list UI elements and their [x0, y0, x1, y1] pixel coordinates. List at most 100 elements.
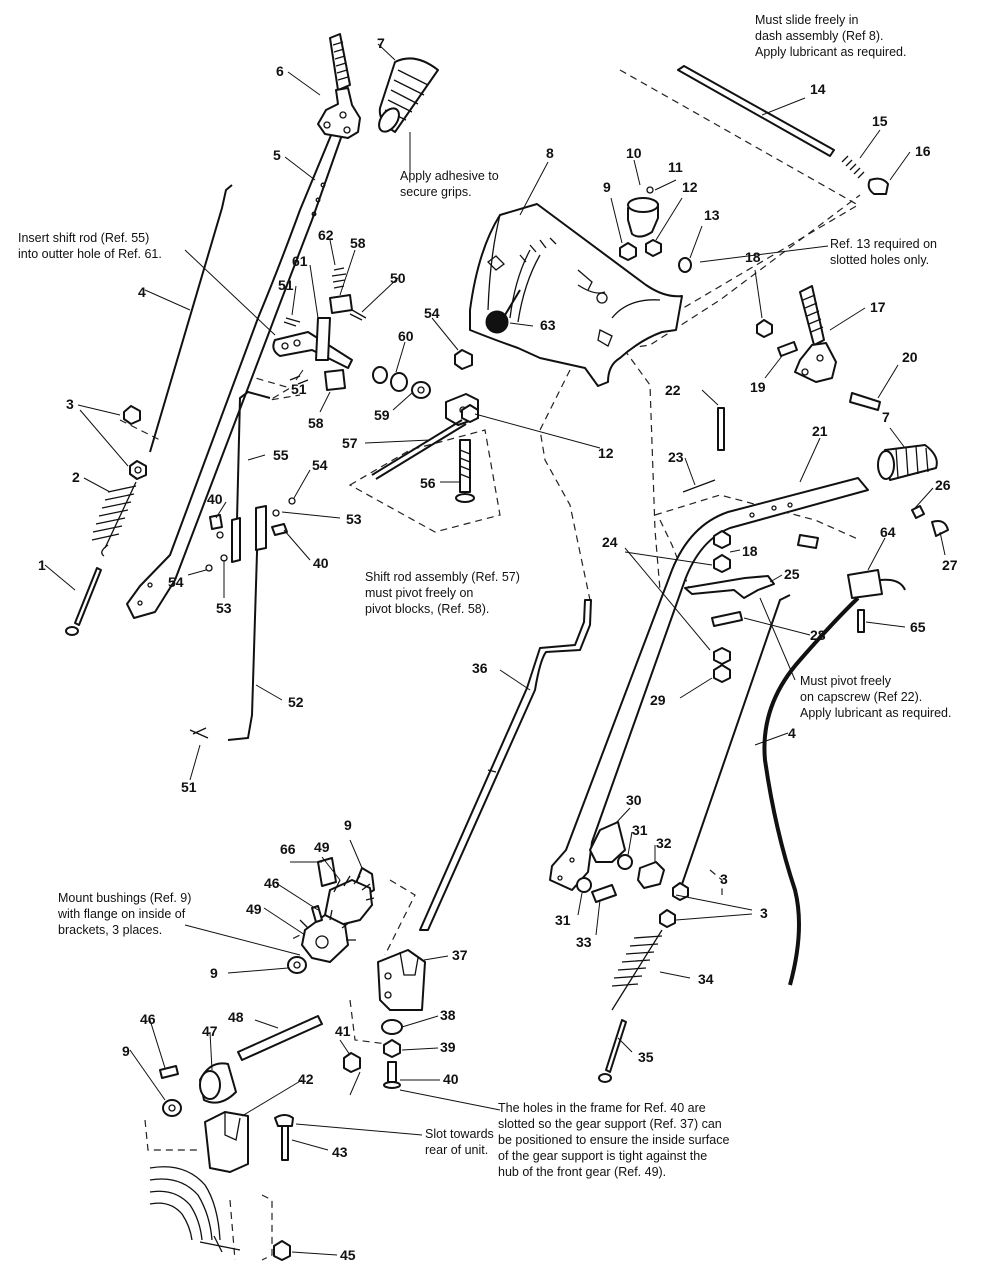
ref-number: 54	[424, 305, 440, 321]
support-hardware	[343, 1019, 403, 1089]
ref-number: 59	[374, 407, 390, 423]
ref-number: 17	[870, 299, 886, 315]
ref-number: 8	[546, 145, 554, 161]
front-gear-shaft	[159, 1015, 323, 1117]
note-adhesive: Apply adhesive to secure grips.	[400, 169, 502, 199]
ref-number: 23	[668, 449, 684, 465]
ref-number: 20	[902, 349, 918, 365]
ref-number: 14	[810, 81, 826, 97]
leader-lines	[44, 43, 946, 1256]
ref-number: 21	[812, 423, 828, 439]
note-shift-rod: Insert shift rod (Ref. 55) into outter h…	[18, 231, 162, 261]
ref-number: 4	[788, 725, 796, 741]
ref-number: 34	[698, 971, 714, 987]
ref-number: 49	[246, 901, 262, 917]
ref-number: 35	[638, 1049, 654, 1065]
note-slide-rod: Must slide freely in dash assembly (Ref …	[755, 13, 906, 59]
ref-number: 24	[602, 534, 618, 550]
ref-number: 51	[181, 779, 197, 795]
ref-number: 5	[273, 147, 281, 163]
ref-number: 51	[291, 381, 307, 397]
ref-number: 22	[665, 382, 681, 398]
gear-assembly	[287, 857, 375, 974]
note-ref13: Ref. 13 required on slotted holes only.	[830, 237, 941, 267]
ref-number: 25	[784, 566, 800, 582]
ref-number: 38	[440, 1007, 456, 1023]
ref-number: 12	[682, 179, 698, 195]
hand-grip-right	[877, 444, 938, 481]
note-pivot-capscrew: Must pivot freely on capscrew (Ref 22). …	[800, 674, 951, 720]
ref-number: 46	[264, 875, 280, 891]
ref-number: 42	[298, 1071, 314, 1087]
ref-number: 19	[750, 379, 766, 395]
note-shift-rod-assembly: Shift rod assembly (Ref. 57) must pivot …	[365, 570, 523, 616]
long-shift-rod	[419, 599, 592, 931]
control-lever-right	[756, 285, 881, 411]
ref-number: 52	[288, 694, 304, 710]
ref-number: 41	[335, 1023, 351, 1039]
ref-number: 27	[942, 557, 958, 573]
ref-number: 3	[760, 905, 768, 921]
ref-number: 57	[342, 435, 358, 451]
slide-rod	[677, 65, 889, 195]
gear-support	[377, 949, 426, 1011]
ref-number: 40	[207, 491, 223, 507]
ref-number: 47	[202, 1023, 218, 1039]
ref-number: 51	[278, 277, 294, 293]
ref-number: 45	[340, 1247, 356, 1263]
ref-number: 31	[632, 822, 648, 838]
dash-hardware	[461, 186, 692, 423]
ref-number: 40	[313, 555, 329, 571]
ref-number: 56	[420, 475, 436, 491]
ref-number: 43	[332, 1144, 348, 1160]
dash-panel	[469, 203, 683, 387]
ref-number: 50	[390, 270, 406, 286]
ref-number: 12	[598, 445, 614, 461]
ref-number: 61	[292, 253, 308, 269]
ref-number: 53	[346, 511, 362, 527]
ref-number: 18	[742, 543, 758, 559]
note-frame-holes: The holes in the frame for Ref. 40 are s…	[498, 1101, 733, 1179]
control-lever-left	[317, 33, 361, 139]
ref-number: 60	[398, 328, 414, 344]
ref-number: 10	[626, 145, 642, 161]
ref-number: 48	[228, 1009, 244, 1025]
ref-number: 62	[318, 227, 334, 243]
ref-number: 36	[472, 660, 488, 676]
ref-number: 6	[276, 63, 284, 79]
ref-number: 9	[603, 179, 611, 195]
ref-number: 66	[280, 841, 296, 857]
note-slot: Slot towards rear of unit.	[425, 1127, 497, 1157]
ref-number: 13	[704, 207, 720, 223]
ref-number: 63	[540, 317, 556, 333]
ref-number: 31	[555, 912, 571, 928]
ref-number: 18	[745, 249, 761, 265]
ref-number: 7	[377, 35, 385, 51]
note-bushings: Mount bushings (Ref. 9) with flange on i…	[57, 891, 195, 937]
ref-number: 29	[650, 692, 666, 708]
frame-bracket	[149, 1111, 294, 1261]
ref-number: 9	[210, 965, 218, 981]
ref-number: 46	[140, 1011, 156, 1027]
ref-number: 54	[168, 574, 184, 590]
ref-number: 30	[626, 792, 642, 808]
ref-number: 65	[910, 619, 926, 635]
ref-number: 11	[668, 159, 683, 175]
ref-number: 40	[443, 1071, 459, 1087]
ref-number: 2	[72, 469, 80, 485]
ref-number: 53	[216, 600, 232, 616]
ref-number: 4	[138, 284, 146, 300]
shift-rods	[189, 390, 296, 741]
ref-number: 37	[452, 947, 468, 963]
spring-assembly-left	[65, 405, 147, 636]
switch-and-wire	[762, 569, 906, 986]
ref-number: 3	[720, 871, 728, 887]
left-handle	[126, 127, 344, 619]
assembly-notes: Must slide freely in dash assembly (Ref …	[18, 13, 951, 1179]
ref-number: 54	[312, 457, 328, 473]
ref-number: 9	[122, 1043, 130, 1059]
ref-number: 33	[576, 934, 592, 950]
ref-number: 58	[308, 415, 324, 431]
spring-assembly-right	[598, 594, 791, 1083]
ref-number: 9	[344, 817, 352, 833]
